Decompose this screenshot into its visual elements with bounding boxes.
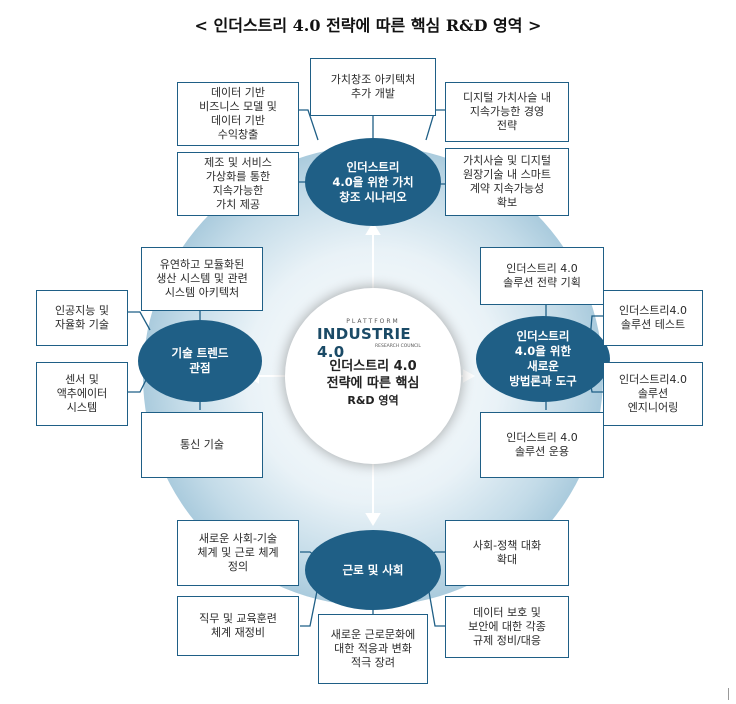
- center-circle: PLATTFORM INDUSTRIE 4.0 RESEARCH COUNCIL…: [285, 288, 461, 464]
- center-label-bottom: R&D 영역: [347, 394, 399, 407]
- box-digital-value-chain: 디지털 가치사슬 내 지속가능한 경영 전략: [445, 82, 569, 142]
- box-policy-dialogue: 사회-정책 대화 확대: [445, 520, 569, 586]
- box-work-culture: 새로운 근로문화에 대한 적응과 변화 적극 장려: [318, 614, 428, 684]
- box-flexible-production: 유연하고 모듈화된 생산 시스템 및 관련 시스템 아키텍처: [141, 247, 263, 311]
- node-technology-trends: 기술 트렌드 관점: [138, 320, 262, 402]
- box-data-business-model: 데이터 기반 비즈니스 모델 및 데이터 기반 수익창출: [177, 82, 299, 146]
- box-socio-technical: 새로운 사회-기술 체계 및 근로 체계 정의: [177, 520, 299, 586]
- box-solution-strategy: 인더스트리 4.0 솔루션 전략 기획: [480, 247, 604, 305]
- box-ai-autonomy: 인공지능 및 자율화 기술: [36, 290, 128, 346]
- box-training: 직무 및 교육훈련 체계 재정비: [177, 596, 299, 656]
- box-solution-test: 인더스트리4.0 솔루션 테스트: [603, 290, 703, 346]
- box-sensor-actuator: 센서 및 액추에이터 시스템: [36, 362, 128, 426]
- box-solution-operation: 인더스트리 4.0 솔루션 운용: [480, 412, 604, 478]
- box-virtualization: 제조 및 서비스 가상화를 통한 지속가능한 가치 제공: [177, 152, 299, 216]
- page-title: < 인더스트리 4.0 전략에 따른 핵심 R&D 영역 >: [194, 16, 542, 35]
- box-solution-engineering: 인더스트리4.0 솔루션 엔지니어링: [603, 362, 703, 426]
- logo-research-council-text: RESEARCH COUNCIL: [375, 344, 421, 349]
- center-label: 인더스트리 4.0 전략에 따른 핵심: [326, 359, 420, 391]
- box-smart-contract: 가치사슬 및 디지털 원장기술 내 스마트 계약 지속가능성 확보: [445, 148, 569, 216]
- node-value-creation: 인더스트리 4.0을 위한 가치 창조 시나리오: [305, 138, 441, 226]
- logo-plattform-text: PLATTFORM: [346, 318, 400, 325]
- logo-industrie-text: INDUSTRIE 4.0: [317, 325, 411, 361]
- node-work-society: 근로 및 사회: [305, 530, 441, 610]
- box-communication: 통신 기술: [141, 412, 263, 478]
- box-value-architecture: 가치창조 아키텍처 추가 개발: [310, 58, 436, 116]
- node-methods-tools: 인더스트리 4.0을 위한 새로운 방법론과 도구: [476, 316, 610, 402]
- corner-mark: [728, 688, 729, 700]
- box-data-protection: 데이터 보호 및 보안에 대한 각종 규제 정비/대응: [445, 596, 569, 658]
